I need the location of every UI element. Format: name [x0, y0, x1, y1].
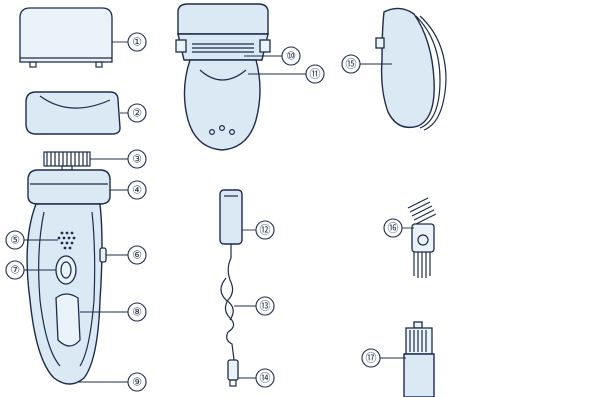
protective-cap: [20, 8, 128, 67]
shaver-main-body: [24, 170, 128, 384]
callout-15: ⑮: [342, 55, 360, 73]
svg-text:⑦: ⑦: [10, 264, 20, 277]
svg-text:①: ①: [132, 36, 142, 49]
outer-foil-frame: [26, 92, 128, 134]
callout-12: ⑫: [256, 221, 274, 239]
svg-text:⑰: ⑰: [366, 352, 377, 365]
svg-text:⑬: ⑬: [260, 300, 271, 313]
callout-17: ⑰: [362, 349, 380, 367]
svg-text:④: ④: [132, 184, 142, 197]
callout-13: ⑬: [256, 297, 274, 315]
oil-bottle: [380, 322, 434, 397]
callout-7: ⑦: [6, 261, 24, 279]
callout-3: ③: [128, 150, 146, 168]
svg-text:⑨: ⑨: [132, 376, 142, 389]
ac-adaptor: [220, 190, 256, 386]
callout-8: ⑧: [128, 303, 146, 321]
shaver-back-view: [176, 4, 306, 150]
svg-text:⑮: ⑮: [346, 58, 357, 71]
svg-text:⑯: ⑯: [388, 222, 399, 235]
callout-5: ⑤: [6, 231, 24, 249]
svg-text:⑫: ⑫: [260, 224, 271, 237]
callout-2: ②: [128, 104, 146, 122]
cleaning-brush: [402, 198, 436, 278]
charging-stand: [360, 8, 446, 130]
callout-1: ①: [128, 33, 146, 51]
inner-blade: [44, 152, 128, 170]
callout-14: ⑭: [256, 369, 274, 387]
svg-text:③: ③: [132, 153, 142, 166]
callout-9: ⑨: [128, 373, 146, 391]
callout-6: ⑥: [128, 246, 146, 264]
svg-text:⑥: ⑥: [132, 249, 142, 262]
svg-text:⑪: ⑪: [310, 68, 321, 81]
callout-4: ④: [128, 181, 146, 199]
svg-text:⑤: ⑤: [10, 234, 20, 247]
svg-text:⑭: ⑭: [260, 372, 271, 385]
callout-16: ⑯: [384, 219, 402, 237]
svg-text:⑧: ⑧: [132, 306, 142, 319]
callout-11: ⑪: [306, 65, 324, 83]
svg-text:②: ②: [132, 107, 142, 120]
svg-text:⑩: ⑩: [286, 50, 296, 63]
callout-10: ⑩: [282, 47, 300, 65]
